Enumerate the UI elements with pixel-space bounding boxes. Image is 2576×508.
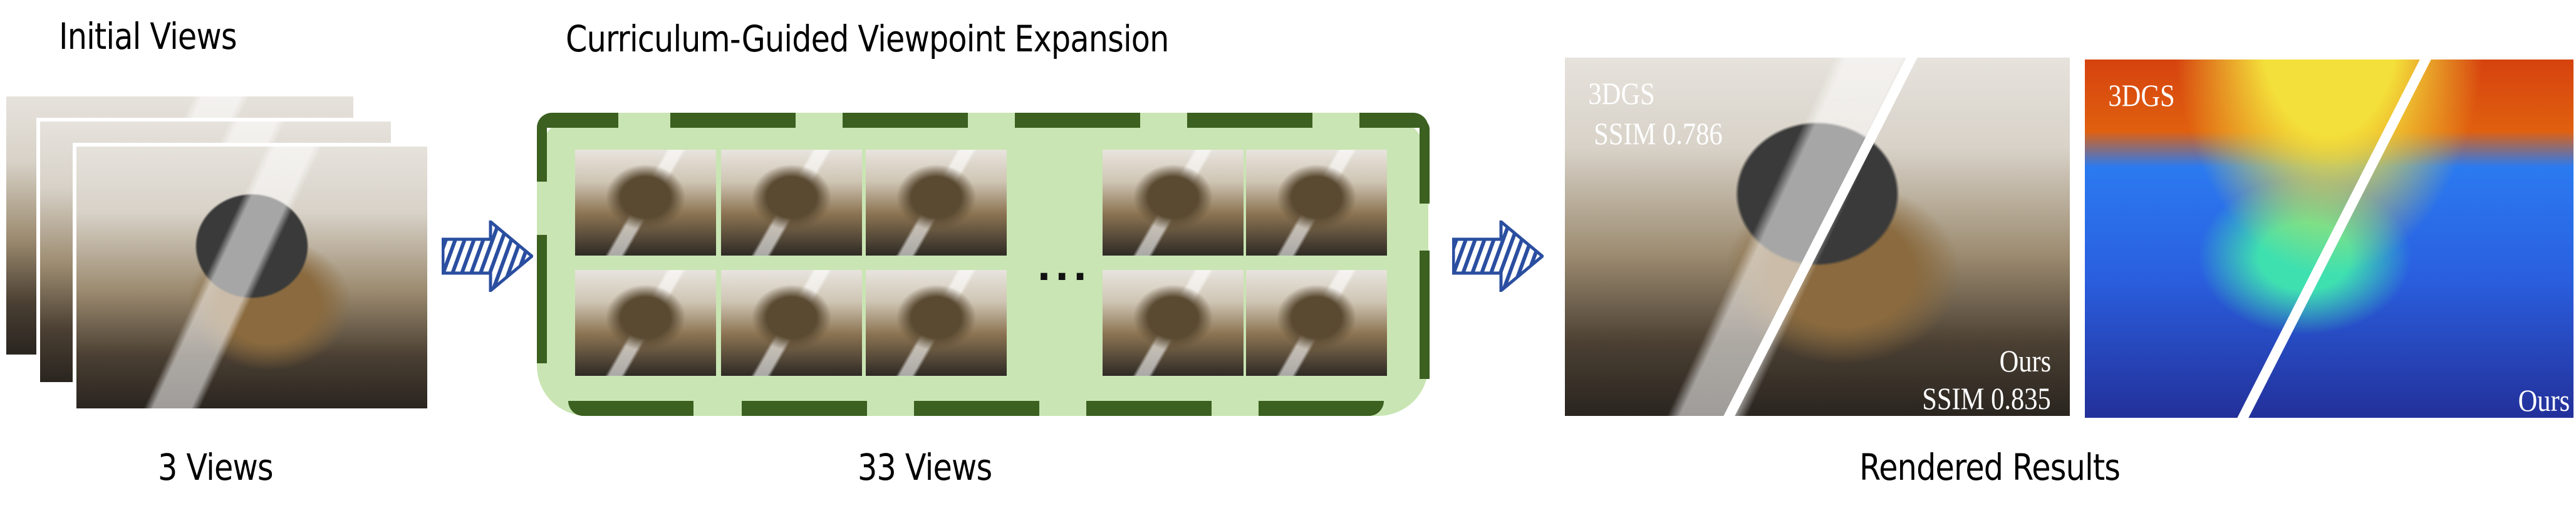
expanded-view-thumbnail [866, 150, 1007, 256]
ours-heatmap-label: Ours [2518, 383, 2570, 418]
expanded-view-thumbnail [575, 270, 716, 376]
expanded-view-thumbnail [721, 150, 862, 256]
baseline-heatmap-label: 3DGS [2108, 78, 2175, 113]
hatched-arrow-icon [1452, 220, 1544, 292]
initial-view-image-3 [73, 143, 431, 412]
expanded-view-thumbnail [1246, 270, 1387, 376]
expanded-view-thumbnail [575, 150, 716, 256]
rendered-results-caption: Rendered Results [1859, 446, 2121, 489]
baseline-label: 3DGS [1588, 76, 1655, 111]
split-divider [1713, 58, 1928, 416]
expanded-view-thumbnail [1103, 270, 1244, 376]
hatched-arrow-icon [442, 220, 533, 292]
expanded-view-thumbnail [1103, 150, 1244, 256]
ours-ssim: SSIM 0.835 [1922, 381, 2051, 416]
rendered-heatmap-comparison: 3DGS Ours [2085, 60, 2573, 418]
rendered-photo-comparison: 3DGS SSIM 0.786 Ours SSIM 0.835 [1565, 58, 2070, 416]
ours-label: Ours [1999, 343, 2051, 378]
expansion-title: Curriculum-Guided Viewpoint Expansion [566, 18, 1169, 60]
initial-views-caption: 3 Views [158, 446, 274, 489]
initial-views-title: Initial Views [59, 15, 237, 58]
expanded-view-thumbnail [1246, 150, 1387, 256]
ellipsis: ... [1037, 246, 1091, 289]
expanded-view-thumbnail [866, 270, 1007, 376]
split-divider [2227, 60, 2441, 418]
expanded-view-thumbnail [721, 270, 862, 376]
baseline-ssim: SSIM 0.786 [1594, 116, 1723, 151]
expanded-views-caption: 33 Views [858, 446, 992, 489]
